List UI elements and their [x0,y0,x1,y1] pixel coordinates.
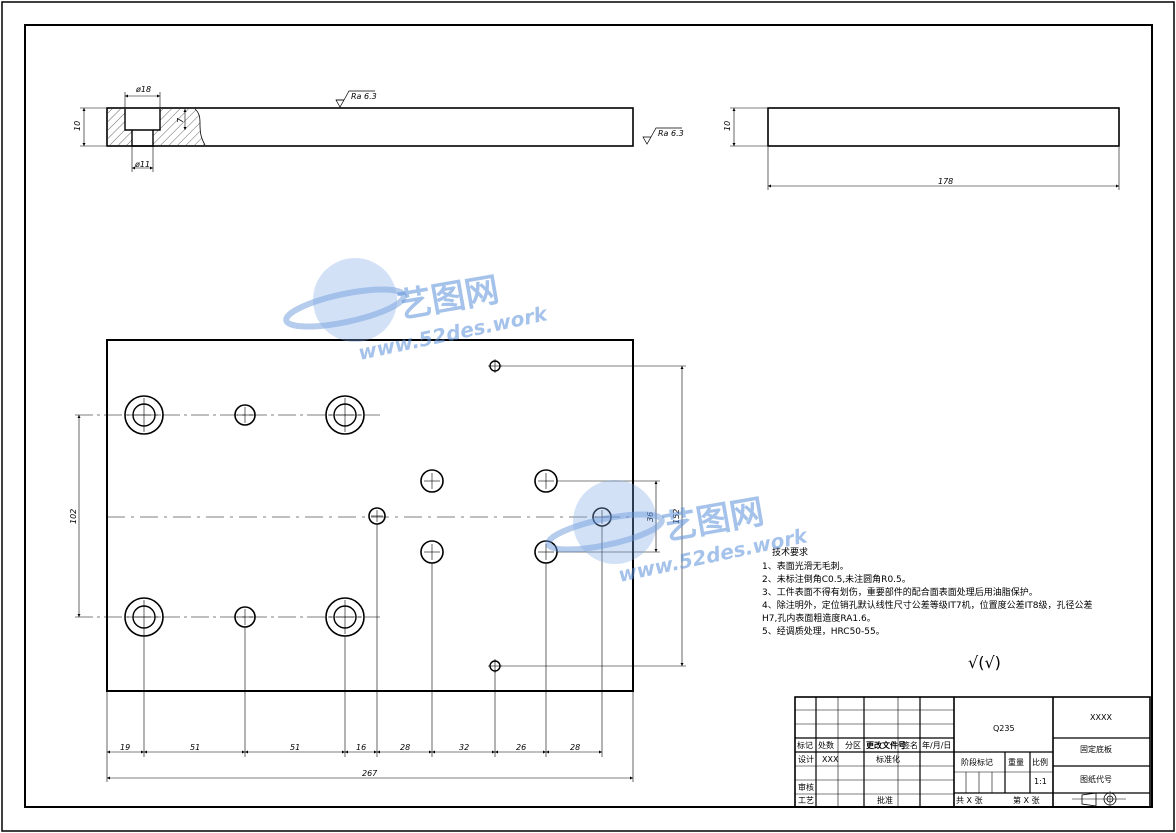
bolt-hole [368,507,386,525]
plan-view: 19 51 51 16 28 32 26 28 267 102 152 36 [69,339,686,782]
dim-16: 16 [356,743,366,752]
hole-dia-label: ø11 [134,160,150,169]
general-roughness-symbol: √(√) [968,653,1001,672]
note-line: 1、表面光滑无毛刺。 [762,560,849,572]
drawing-no-label: 图纸代号 [1080,774,1112,784]
globe-icon [573,480,657,564]
technical-requirements: 技术要求 1、表面光滑无毛刺。 2、未标注倒角C0.5,未注圆角R0.5。 3、… [762,546,1092,637]
dim-26: 26 [516,743,526,752]
globe-icon [313,258,397,342]
dim-32: 32 [459,743,469,752]
approve-label: 批准 [877,795,893,805]
sheet-number: 第 X 张 [1013,795,1040,805]
counterbored-hole [325,597,365,637]
standard-label: 标准化 [876,754,900,764]
dim-right-vertical: 152 [672,509,681,524]
projection-symbol-icon [1072,791,1126,807]
header-count: 处数 [818,740,834,750]
dim-inner-vertical: 36 [646,512,655,522]
side-section-view: ø18 ø11 10 7 Ra 6.3 Ra 6.3 [73,85,684,172]
material-label: Q235 [993,724,1015,733]
counterbored-hole [124,597,164,637]
process-label: 工艺 [798,796,814,805]
scale-label: 比例 [1032,757,1048,767]
header-change-doc: 更改文件号 [866,740,906,750]
inner-frame [24,24,1153,808]
dim-28a: 28 [400,743,410,752]
stage-label: 阶段标记 [961,757,993,767]
notes-title: 技术要求 [772,546,808,558]
counterbore-dia-label: ø18 [135,85,151,94]
end-length-label: 178 [938,177,953,186]
side-thickness-label: 10 [73,121,82,131]
end-view: 10 178 [723,107,1120,190]
pin-hole [488,359,502,373]
pin-hole [488,659,502,673]
dim-total: 267 [362,769,378,778]
design-value: XXX [822,755,839,764]
bolt-hole [534,469,558,493]
note-line: 4、除注明外，定位销孔默认线性尺寸公差等级IT7机，位置度公差IT8级，孔径公差 [762,599,1092,611]
watermark-logo: 艺图网 www.52des.work [283,258,551,365]
note-line: H7,孔内表面粗造度RA1.6。 [762,612,876,624]
bolt-hole [234,404,256,426]
company-label: XXXX [1090,713,1112,722]
counterbored-hole [124,395,164,435]
header-signature: 签名 [902,740,918,750]
roughness-side-symbol: Ra 6.3 [642,127,684,145]
review-label: 审核 [798,782,814,792]
title-block-text: Q235 XXXX 固定底板 图纸代号 标记 处数 分区 更改文件号 签名 年/… [797,713,1126,807]
bolt-hole [420,540,444,564]
bolt-hole [234,606,256,628]
cbore-depth-label: 7 [176,117,185,123]
roughness-top-symbol: Ra 6.3 [335,90,377,108]
header-zone: 分区 [845,741,861,750]
svg-text:Ra 6.3: Ra 6.3 [351,92,377,101]
note-line: 2、未标注倒角C0.5,未注圆角R0.5。 [762,573,911,585]
header-mark: 标记 [797,740,813,750]
counterbored-hole [325,395,365,435]
part-name-label: 固定底板 [1080,744,1112,754]
note-line: 5、经调质处理，HRC50-55。 [762,625,885,637]
design-label: 设计 [798,754,814,764]
svg-text:Ra 6.3: Ra 6.3 [658,129,684,138]
dim-28b: 28 [570,743,580,752]
bolt-hole [420,469,444,493]
end-thickness-label: 10 [723,121,732,131]
dim-left-vertical: 102 [69,509,78,524]
title-block [794,696,1151,808]
dim-51b: 51 [290,743,300,752]
scale-value: 1:1 [1034,777,1047,786]
dim-19: 19 [120,743,130,752]
weight-label: 重量 [1008,757,1024,767]
total-sheets: 共 X 张 [956,796,983,805]
note-line: 3、工件表面不得有划伤，重要部件的配合面表面处理后用油脂保护。 [762,586,1038,598]
header-date: 年/月/日 [922,740,951,750]
dim-51a: 51 [190,743,200,752]
